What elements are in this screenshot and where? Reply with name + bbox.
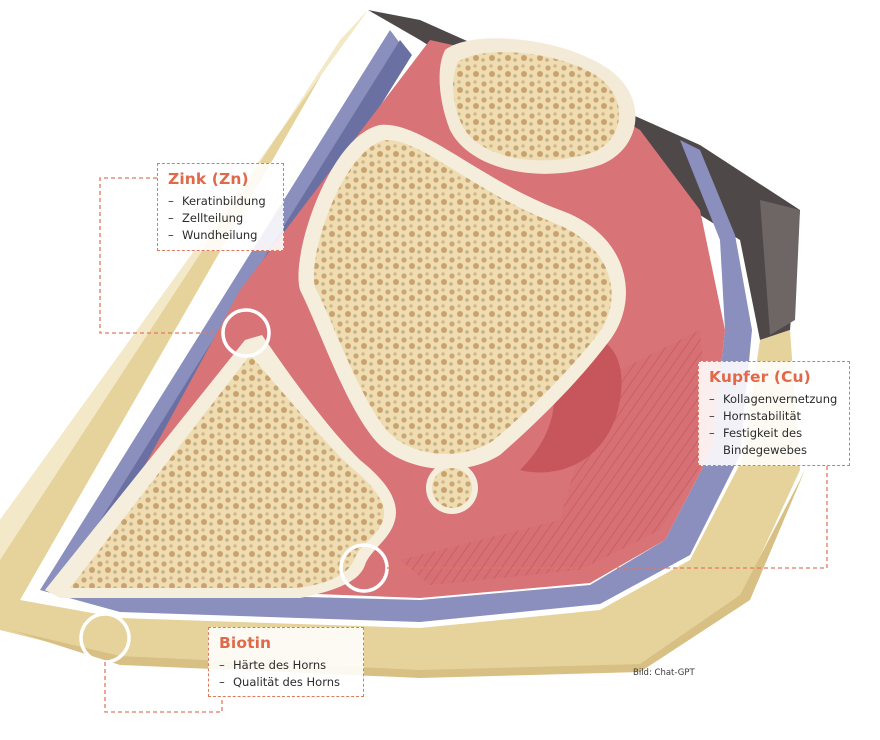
list-item: –Qualität des Horns <box>219 675 341 689</box>
biotin-title: Biotin <box>219 634 272 652</box>
list-item: –Festigkeit des Bindegewebes <box>709 426 807 457</box>
list-item: –Keratinbildung <box>168 194 266 208</box>
copper-callout: Kupfer (Cu) –Kollagenvernetzung –Hornsta… <box>698 361 850 466</box>
list-item: –Kollagenvernetzung <box>709 392 838 406</box>
leader-lines <box>99 177 828 713</box>
list-item: –Wundheilung <box>168 228 258 242</box>
middle-phalanx-bone <box>439 38 636 174</box>
sesamoid-bone <box>426 462 478 514</box>
copper-title: Kupfer (Cu) <box>709 368 811 386</box>
list-item: –Härte des Horns <box>219 658 327 672</box>
zinc-callout: Zink (Zn) –Keratinbildung –Zellteilung –… <box>157 163 284 251</box>
image-credit: Bild: Chat-GPT <box>633 668 695 678</box>
navicular-bone <box>298 124 626 470</box>
coffin-bone <box>45 335 396 598</box>
zinc-marker-circle <box>221 308 271 358</box>
zinc-list: –Keratinbildung –Zellteilung –Wundheilun… <box>168 193 273 244</box>
list-item: –Zellteilung <box>168 211 244 225</box>
coronary-skin <box>368 10 800 340</box>
zinc-title: Zink (Zn) <box>168 170 249 188</box>
hoof-wall <box>0 10 805 678</box>
biotin-callout: Biotin –Härte des Horns –Qualität des Ho… <box>208 627 364 697</box>
copper-list: –Kollagenvernetzung –Hornstabilität –Fes… <box>709 391 839 459</box>
biotin-list: –Härte des Horns –Qualität des Horns <box>219 657 353 691</box>
list-item: –Hornstabilität <box>709 409 801 423</box>
